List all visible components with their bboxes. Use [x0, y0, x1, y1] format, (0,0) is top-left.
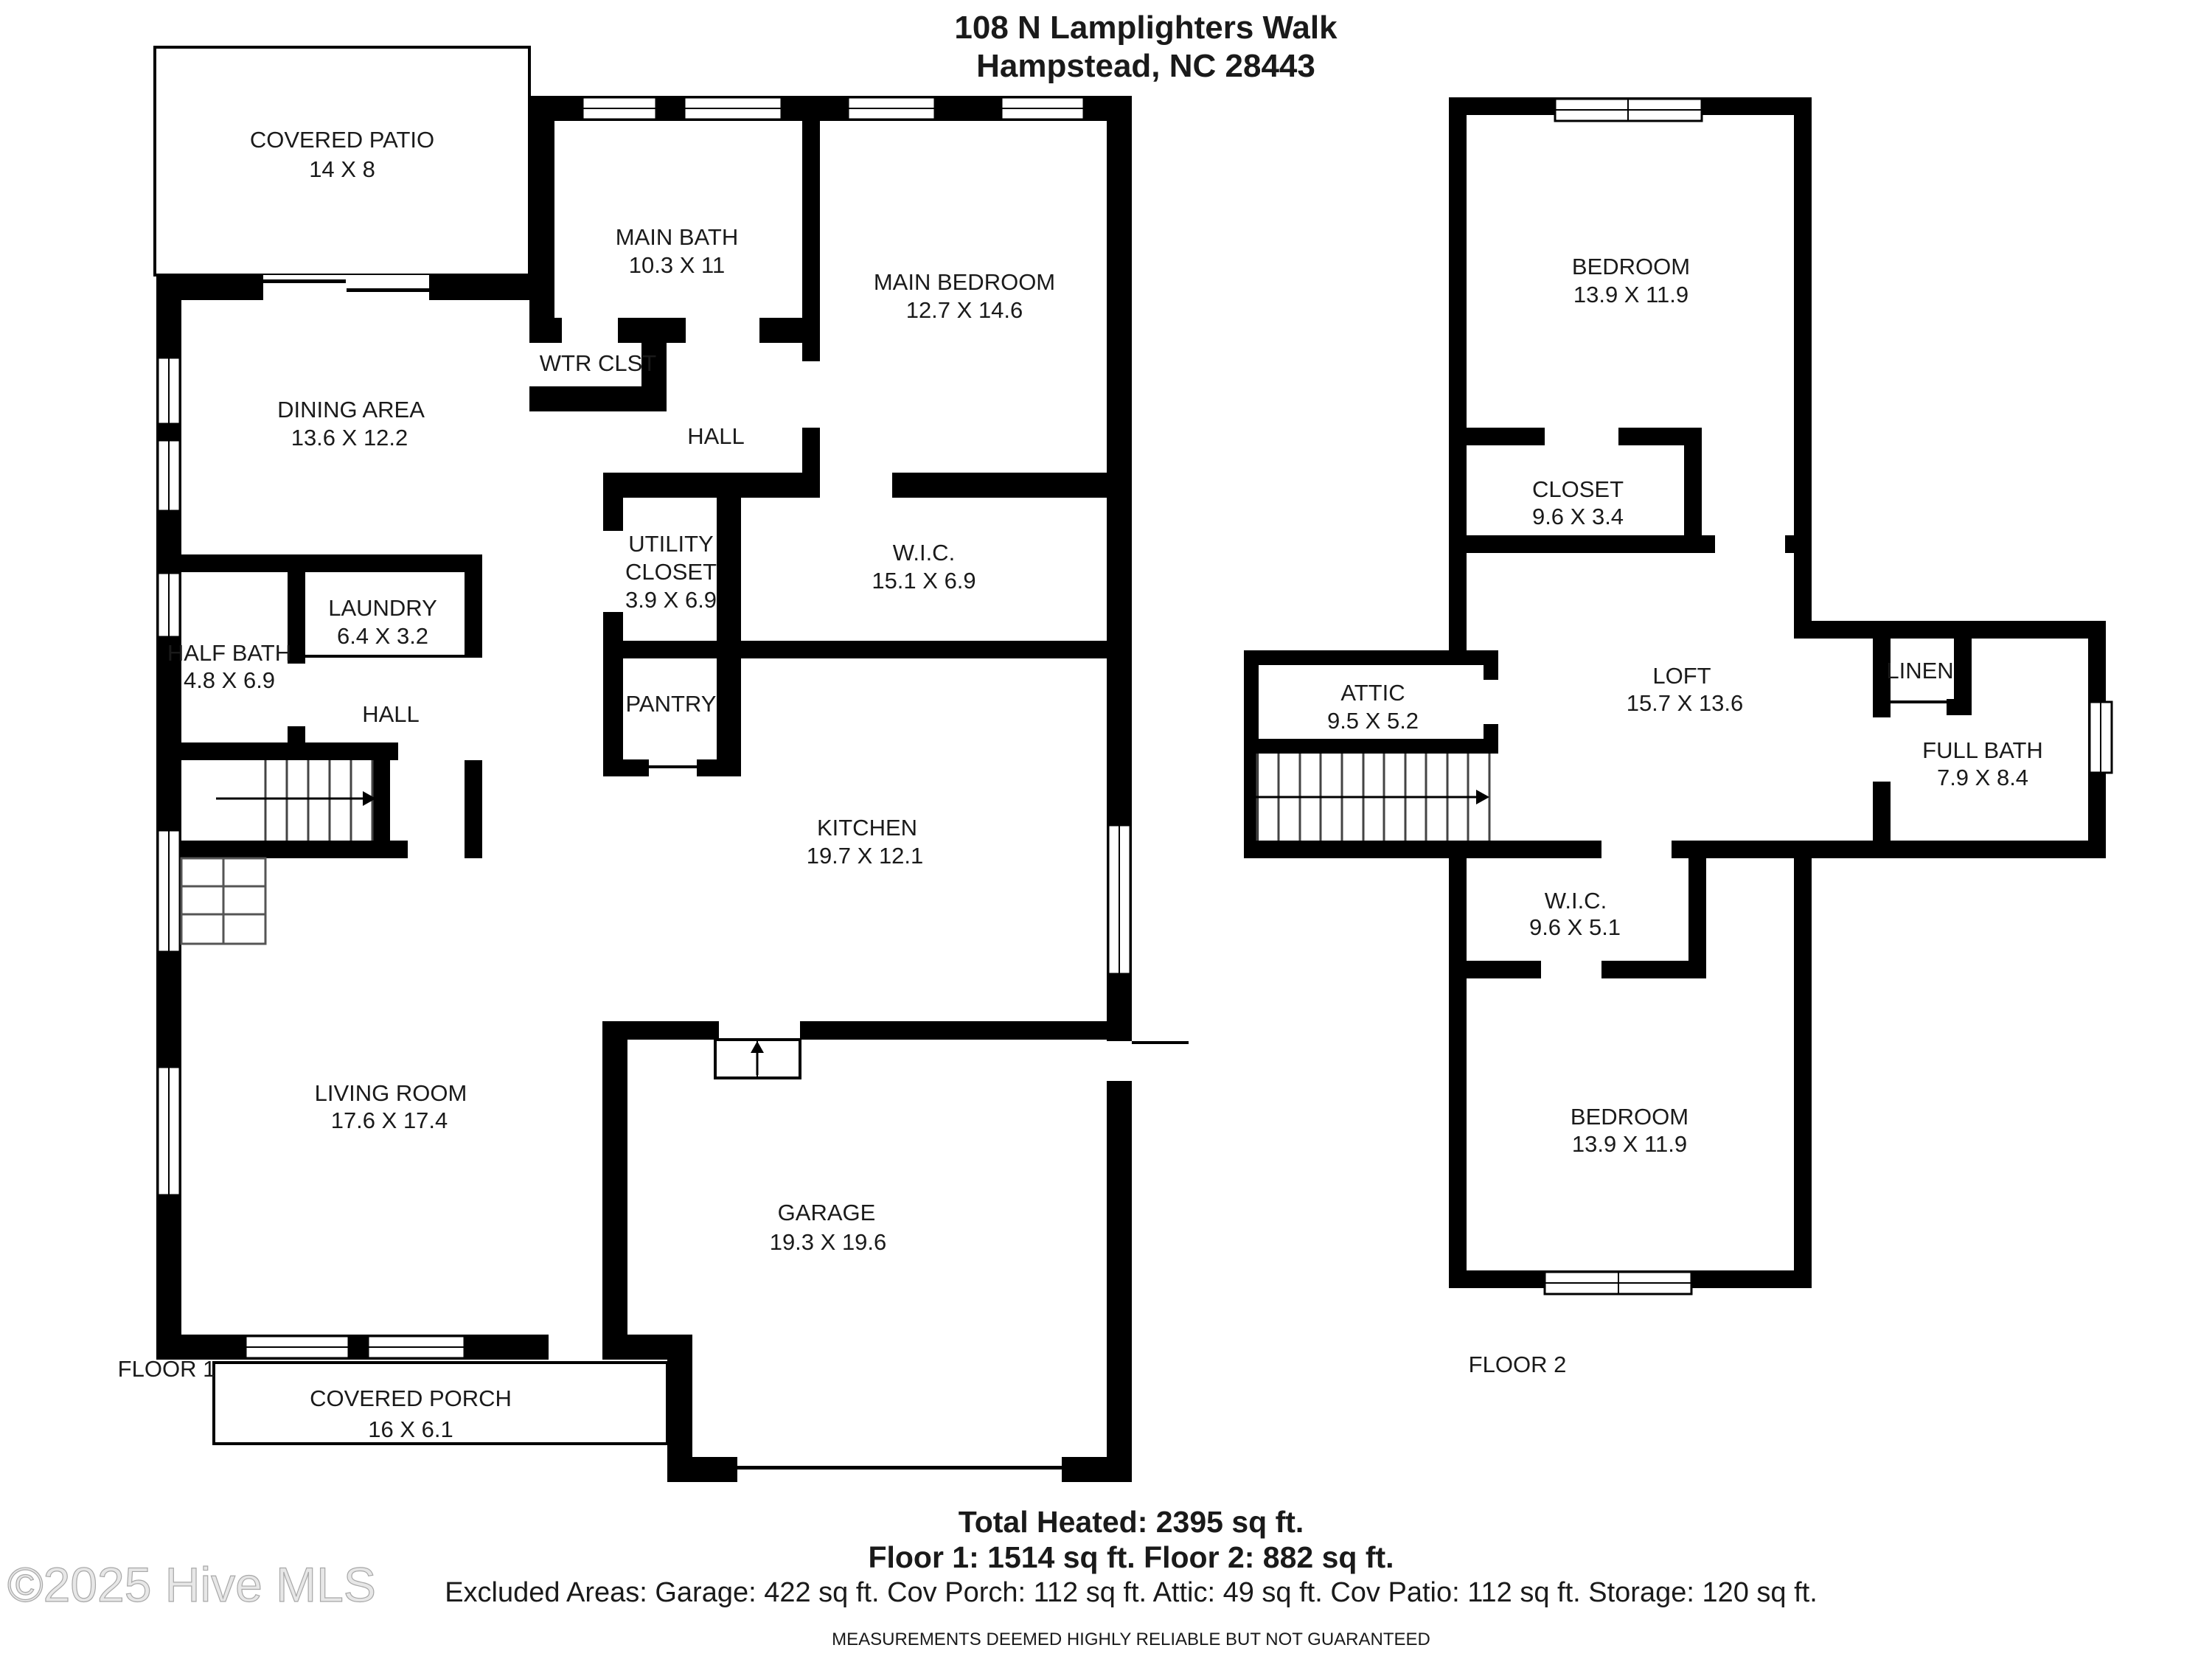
room-dims-full-bath: 7.9 X 8.4 [1937, 765, 2028, 790]
room-dims-garage: 19.3 X 19.6 [770, 1229, 887, 1255]
window-icon [156, 356, 181, 425]
window-icon [156, 439, 181, 512]
room-label-covered-patio: COVERED PATIO [250, 127, 434, 153]
window-icon [244, 1335, 350, 1360]
room-dims-wic-floor2: 9.6 X 5.1 [1529, 914, 1621, 940]
room-label-attic: ATTIC [1340, 680, 1405, 706]
room-label-bedroom-bottom: BEDROOM [1571, 1104, 1688, 1130]
room-dims-utility: 3.9 X 6.9 [625, 587, 717, 613]
floor2-labels: BEDROOM 13.9 X 11.9 CLOSET 9.6 X 3.4 ATT… [1327, 254, 2043, 1377]
step-up-arrow-icon [751, 1041, 764, 1075]
window-icon [581, 96, 658, 121]
window-icon [683, 96, 783, 121]
stairs-direction-arrow-icon [216, 791, 376, 806]
room-dims-loft: 15.7 X 13.6 [1627, 690, 1744, 716]
window-icon [1000, 96, 1085, 121]
room-label-kitchen: KITCHEN [817, 815, 917, 841]
window-icon [156, 1065, 181, 1197]
plan-title-address: 108 N Lamplighters Walk [954, 10, 1338, 46]
room-label-full-bath: FULL BATH [1922, 737, 2043, 763]
covered-porch-outline [212, 1361, 669, 1445]
window-icon [156, 571, 181, 639]
floor2-staircase [1248, 754, 1491, 841]
room-label-utility-line2: CLOSET [625, 559, 717, 585]
room-dims-main-bath: 10.3 X 11 [629, 252, 725, 278]
stair-landing-grid [180, 857, 267, 945]
room-dims-attic: 9.5 X 5.2 [1327, 708, 1419, 734]
room-dims-half-bath: 4.8 X 6.9 [184, 667, 275, 693]
room-label-laundry: LAUNDRY [328, 595, 437, 621]
room-dims-covered-patio: 14 X 8 [309, 156, 375, 182]
room-dims-dining-area: 13.6 X 12.2 [291, 425, 408, 451]
room-dims-covered-porch: 16 X 6.1 [368, 1416, 453, 1442]
room-label-main-bath: MAIN BATH [616, 224, 739, 250]
room-label-living-room: LIVING ROOM [315, 1080, 467, 1106]
room-label-dining-area: DINING AREA [277, 397, 425, 422]
window-icon [156, 829, 181, 953]
room-label-wtr-clst: WTR CLST [540, 350, 657, 376]
room-label-hall-upper: HALL [687, 423, 745, 449]
window-icon [2088, 700, 2113, 774]
floor2-openings [1541, 428, 1947, 978]
room-label-half-bath: HALF BATH [167, 640, 291, 666]
room-dims-living-room: 17.6 X 17.4 [331, 1107, 448, 1133]
room-label-linen: LINEN [1886, 658, 1953, 684]
room-dims-bedroom-top: 13.9 X 11.9 [1573, 282, 1688, 307]
room-dims-main-bedroom: 12.7 X 14.6 [906, 297, 1023, 323]
floor1-labels: COVERED PATIO 14 X 8 MAIN BATH 10.3 X 11… [118, 127, 1055, 1442]
room-dims-wic-floor1: 15.1 X 6.9 [872, 568, 975, 594]
room-label-loft: LOFT [1652, 663, 1711, 689]
plan-title-city: Hampstead, NC 28443 [976, 48, 1315, 84]
mls-watermark: ©2025 Hive MLS [7, 1557, 376, 1612]
floor1-openings [263, 275, 1189, 1482]
room-label-bedroom-top: BEDROOM [1572, 254, 1690, 279]
room-dims-kitchen: 19.7 X 12.1 [807, 843, 924, 869]
room-label-hall-lower: HALL [362, 701, 420, 727]
floor1-staircase [180, 760, 376, 945]
floor2-walls [1244, 97, 2106, 1288]
summary-floor-areas: Floor 1: 1514 sq ft. Floor 2: 882 sq ft. [868, 1540, 1394, 1574]
window-icon [846, 96, 936, 121]
room-dims-laundry: 6.4 X 3.2 [337, 623, 428, 649]
room-label-pantry: PANTRY [626, 691, 717, 717]
covered-patio-outline [153, 46, 531, 276]
stairs-direction-arrow-icon [1248, 790, 1489, 804]
room-label-wic-floor1: W.I.C. [893, 540, 955, 566]
floor1-tag: FLOOR 1 [118, 1356, 216, 1382]
summary-block: Total Heated: 2395 sq ft. Floor 1: 1514 … [445, 1505, 1818, 1649]
room-dims-closet: 9.6 X 3.4 [1532, 504, 1624, 529]
window-icon [1554, 97, 1703, 122]
summary-excluded-areas: Excluded Areas: Garage: 422 sq ft. Cov P… [445, 1577, 1818, 1608]
garage-entry-step [714, 1038, 801, 1079]
summary-disclaimer: MEASUREMENTS DEEMED HIGHLY RELIABLE BUT … [832, 1630, 1430, 1649]
room-label-main-bedroom: MAIN BEDROOM [874, 269, 1055, 295]
room-label-garage: GARAGE [778, 1200, 876, 1225]
floor1-windows [156, 96, 1132, 1360]
floor2-tag: FLOOR 2 [1469, 1352, 1567, 1377]
window-icon [1543, 1270, 1693, 1295]
room-label-wic-floor2: W.I.C. [1545, 888, 1607, 914]
room-label-utility-line1: UTILITY [628, 531, 713, 557]
room-dims-bedroom-bottom: 13.9 X 11.9 [1572, 1131, 1687, 1157]
room-label-covered-porch: COVERED PORCH [310, 1385, 512, 1411]
summary-total-heated: Total Heated: 2395 sq ft. [959, 1505, 1304, 1539]
floor2-windows [1543, 97, 2113, 1295]
room-label-closet: CLOSET [1532, 476, 1624, 502]
window-icon [366, 1335, 466, 1360]
window-icon [1107, 824, 1132, 975]
